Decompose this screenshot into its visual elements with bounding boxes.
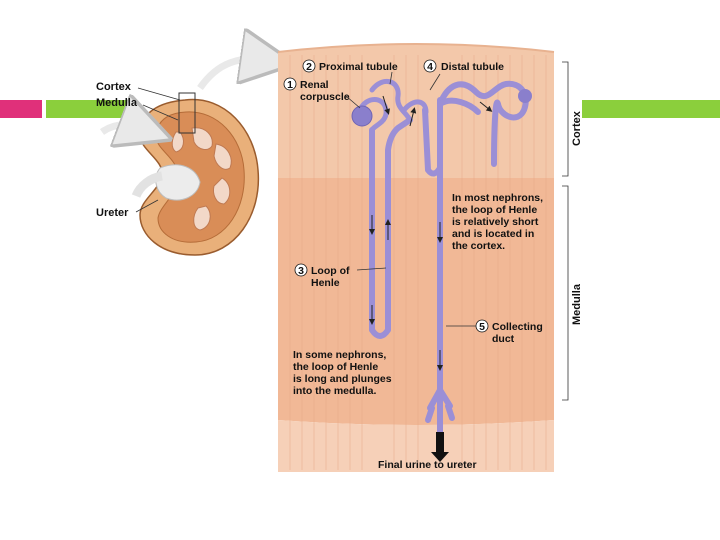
part-3-number: 3 [298,265,304,277]
part-1-label-line2: corpuscle [300,91,350,103]
part-1-number: 1 [287,79,293,91]
part-3-label-line1: Loop of [311,265,350,277]
part-4-number: 4 [427,61,433,73]
part-5-number: 5 [479,321,485,333]
part-1-label-line1: Renal [300,79,329,91]
part-5-label-line1: Collecting [492,321,543,333]
part-2-label-text: Proximal tubule [319,61,398,73]
kidney-label-ureter: Ureter [96,207,129,219]
note-short-line1: In most nephrons, [452,192,543,204]
note-long-line1: In some nephrons, [293,349,386,361]
note-short-line3: is relatively short [452,216,539,228]
zone-label-medulla: Medulla [571,283,583,325]
part-2-number: 2 [306,61,312,73]
kidney-label-medulla: Medulla [96,97,138,109]
note-short-line2: the loop of Henle [452,204,537,216]
note-short-line4: and is located in [452,228,534,240]
part-3-label-line2: Henle [311,277,340,289]
zone-label-cortex: Cortex [571,110,583,146]
note-long-line3: is long and plunges [293,373,392,385]
zone-brackets [562,62,568,400]
final-urine-label: Final urine to ureter [378,459,477,471]
note-long-line4: into the medulla. [293,385,377,397]
tissue-block [278,44,554,472]
part-4-label-text: Distal tubule [441,61,504,73]
note-short-line5: the cortex. [452,240,505,252]
note-long-line2: the loop of Henle [293,361,378,373]
part-5-label-line2: duct [492,333,515,345]
kidney-label-cortex: Cortex [96,81,132,93]
